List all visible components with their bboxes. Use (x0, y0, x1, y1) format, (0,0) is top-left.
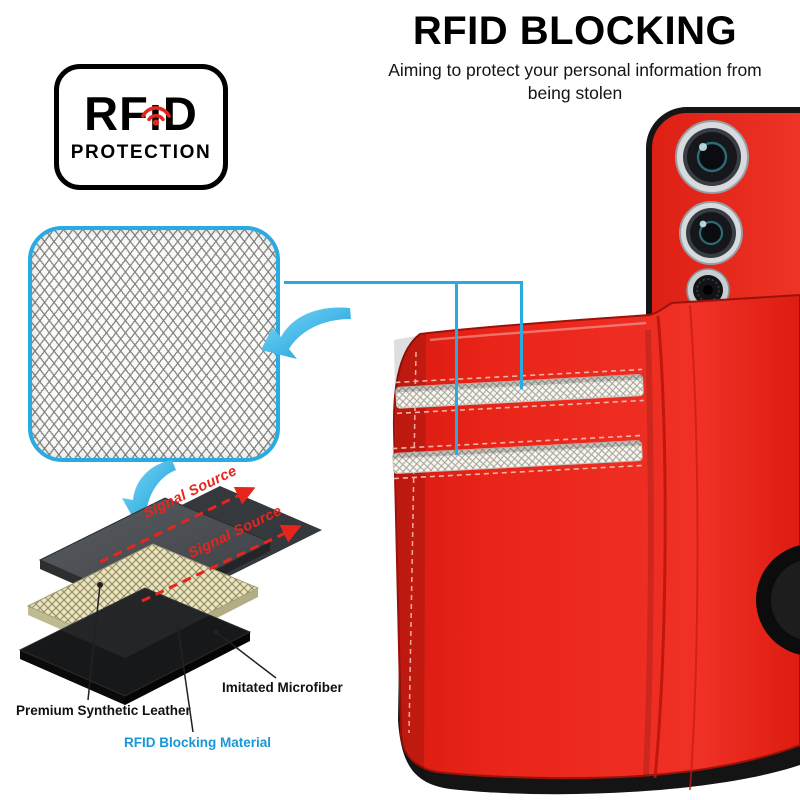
layer-callout-lines (87, 584, 277, 733)
rfid-word-prefix: RF (84, 87, 149, 140)
layer-microfiber (18, 587, 252, 705)
phone-camera-lens-secondary (679, 201, 743, 265)
case-spine-shade (394, 334, 426, 778)
case-stitching (408, 351, 417, 734)
curved-arrow-to-mesh-icon (261, 307, 351, 359)
wallet-case (392, 293, 800, 791)
curved-arrow-to-layers-icon (122, 460, 176, 527)
case-fold-seam-2 (689, 304, 699, 791)
subtitle: Aiming to protect your personal informat… (388, 60, 762, 104)
callout-dot-microfiber (213, 629, 219, 635)
label-rfid-blocking-material: RFID Blocking Material (124, 735, 272, 750)
material-layers-diagram (18, 460, 322, 733)
case-fold-seam (653, 315, 667, 779)
callout-dot-leather (97, 582, 103, 588)
case-top-highlight (429, 321, 647, 342)
signal-arrow-2 (141, 524, 302, 603)
case-panel (392, 293, 800, 780)
case-clasp (756, 545, 800, 655)
label-imitated-microfiber: Imitated Microfiber (222, 680, 343, 695)
signal-arrow-1 (99, 486, 256, 564)
case-fold-shadow (643, 329, 654, 776)
page-title: RFID BLOCKING (412, 9, 738, 53)
callout-line-to-upper-slot (520, 281, 523, 389)
header: RFID BLOCKING Aiming to protect your per… (372, 10, 778, 105)
rfid-word-i: ı (141, 90, 171, 137)
callout-line-horizontal (284, 281, 523, 284)
label-premium-synthetic-leather: Premium Synthetic Leather (16, 703, 191, 718)
callout-dot-rfid (175, 625, 181, 631)
card-slot-lower (392, 434, 643, 480)
wifi-signal-icon (139, 86, 173, 133)
protection-label: PROTECTION (70, 142, 212, 163)
phone-camera-lens-main (675, 120, 749, 194)
callout-line-to-lower-slot (455, 281, 458, 455)
